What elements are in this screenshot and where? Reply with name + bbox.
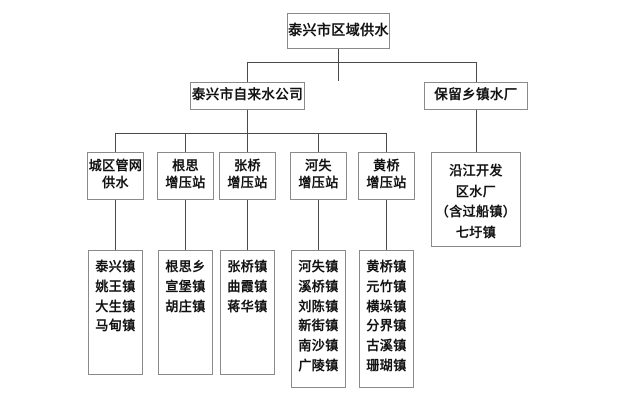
town-item: 马甸镇: [95, 319, 136, 335]
node-root-label: 泰兴市区域供水: [288, 22, 389, 39]
town-item: 宣堡镇: [165, 279, 206, 295]
connector-bar-to-urban: [115, 133, 116, 152]
node-towns-zhangqiao[interactable]: 张桥镇 曲霞镇 蒋华镇: [220, 250, 275, 375]
town-item: 根思乡: [165, 260, 206, 275]
town-item: 胡庄镇: [165, 299, 206, 315]
node-station-gensi[interactable]: 根思 增压站: [157, 152, 214, 200]
town-item: 刘陈镇: [298, 299, 339, 315]
town-item: 分界镇: [366, 319, 407, 335]
node-station-huangqiao[interactable]: 黄桥 增压站: [358, 152, 415, 200]
town-item: 大生镇: [95, 299, 136, 315]
node-towns-huangqiao[interactable]: 黄桥镇 元竹镇 横垛镇 分界镇 古溪镇 珊瑚镇: [359, 250, 414, 388]
connector-bar-to-huangqiao: [386, 133, 387, 152]
station-huangqiao-line2: 增压站: [366, 176, 407, 191]
station-zhangqiao-line1: 张桥: [234, 159, 261, 175]
station-heshi-line2: 增压站: [298, 176, 339, 191]
node-station-heshi[interactable]: 河失 增压站: [290, 152, 347, 200]
town-item: 横垛镇: [366, 299, 407, 315]
node-towns-gensi[interactable]: 根思乡 宣堡镇 胡庄镇: [158, 250, 213, 375]
town-item: 泰兴镇: [95, 260, 136, 275]
connector-root-stem: [338, 49, 339, 81]
town-item: 曲霞镇: [227, 279, 268, 295]
node-towns-heshi[interactable]: 河失镇 溪桥镇 刘陈镇 新街镇 南沙镇 广陵镇: [291, 250, 346, 388]
riverside-line-1: 沿江开发: [449, 164, 503, 179]
node-retained-plants-label: 保留乡镇水厂: [434, 87, 518, 104]
node-water-company[interactable]: 泰兴市自来水公司: [190, 82, 305, 110]
connector-heshi-to-towns: [318, 200, 319, 250]
town-item: 新街镇: [298, 319, 339, 335]
station-gensi-line2: 增压站: [165, 176, 206, 191]
connector-bar-to-gensi: [185, 133, 186, 152]
town-item: 张桥镇: [227, 260, 268, 275]
station-urban-line2: 供水: [102, 176, 129, 191]
riverside-line-2: 区水厂: [455, 184, 497, 200]
station-urban-line1: 城区管网: [88, 159, 143, 175]
node-station-zhangqiao[interactable]: 张桥 增压站: [219, 152, 276, 200]
town-item: 溪桥镇: [298, 279, 339, 295]
node-station-urban-network[interactable]: 城区管网 供水: [87, 152, 144, 200]
connector-station-bar: [115, 133, 386, 134]
town-item: 广陵镇: [298, 358, 339, 374]
node-riverside-plant[interactable]: 沿江开发 区水厂 （含过船镇） 七圩镇: [431, 152, 521, 247]
node-retained-plants[interactable]: 保留乡镇水厂: [424, 82, 528, 110]
station-huangqiao-line1: 黄桥: [373, 159, 400, 175]
connector-retained-to-riverside: [476, 110, 477, 152]
connector-bar-to-heshi: [318, 133, 319, 152]
connector-gensi-to-towns: [185, 200, 186, 250]
connector-company-stem: [247, 110, 248, 134]
station-gensi-line1: 根思: [172, 159, 199, 175]
town-item: 古溪镇: [366, 339, 407, 354]
riverside-line-4: 七圩镇: [455, 225, 497, 241]
connector-root-to-company: [247, 62, 248, 82]
town-item: 元竹镇: [366, 279, 407, 295]
node-towns-urban[interactable]: 泰兴镇 姚王镇 大生镇 马甸镇: [88, 250, 143, 375]
riverside-line-3: （含过船镇）: [435, 205, 517, 221]
town-item: 黄桥镇: [366, 260, 407, 275]
connector-zhangqiao-to-towns: [247, 200, 248, 250]
connector-huangqiao-to-towns: [386, 200, 387, 250]
town-item: 河失镇: [298, 260, 339, 275]
town-item: 姚王镇: [95, 279, 136, 295]
connector-root-to-retained: [476, 62, 477, 82]
connector-urban-to-towns: [115, 200, 116, 250]
station-heshi-line1: 河失: [305, 159, 332, 175]
town-item: 南沙镇: [298, 339, 339, 354]
connector-bar-to-zhangqiao: [247, 133, 248, 152]
node-water-company-label: 泰兴市自来水公司: [191, 87, 304, 104]
station-zhangqiao-line2: 增压站: [227, 176, 268, 191]
node-root[interactable]: 泰兴市区域供水: [287, 13, 390, 49]
town-item: 蒋华镇: [227, 299, 268, 315]
town-item: 珊瑚镇: [366, 358, 407, 374]
connector-root-bar: [247, 62, 476, 63]
